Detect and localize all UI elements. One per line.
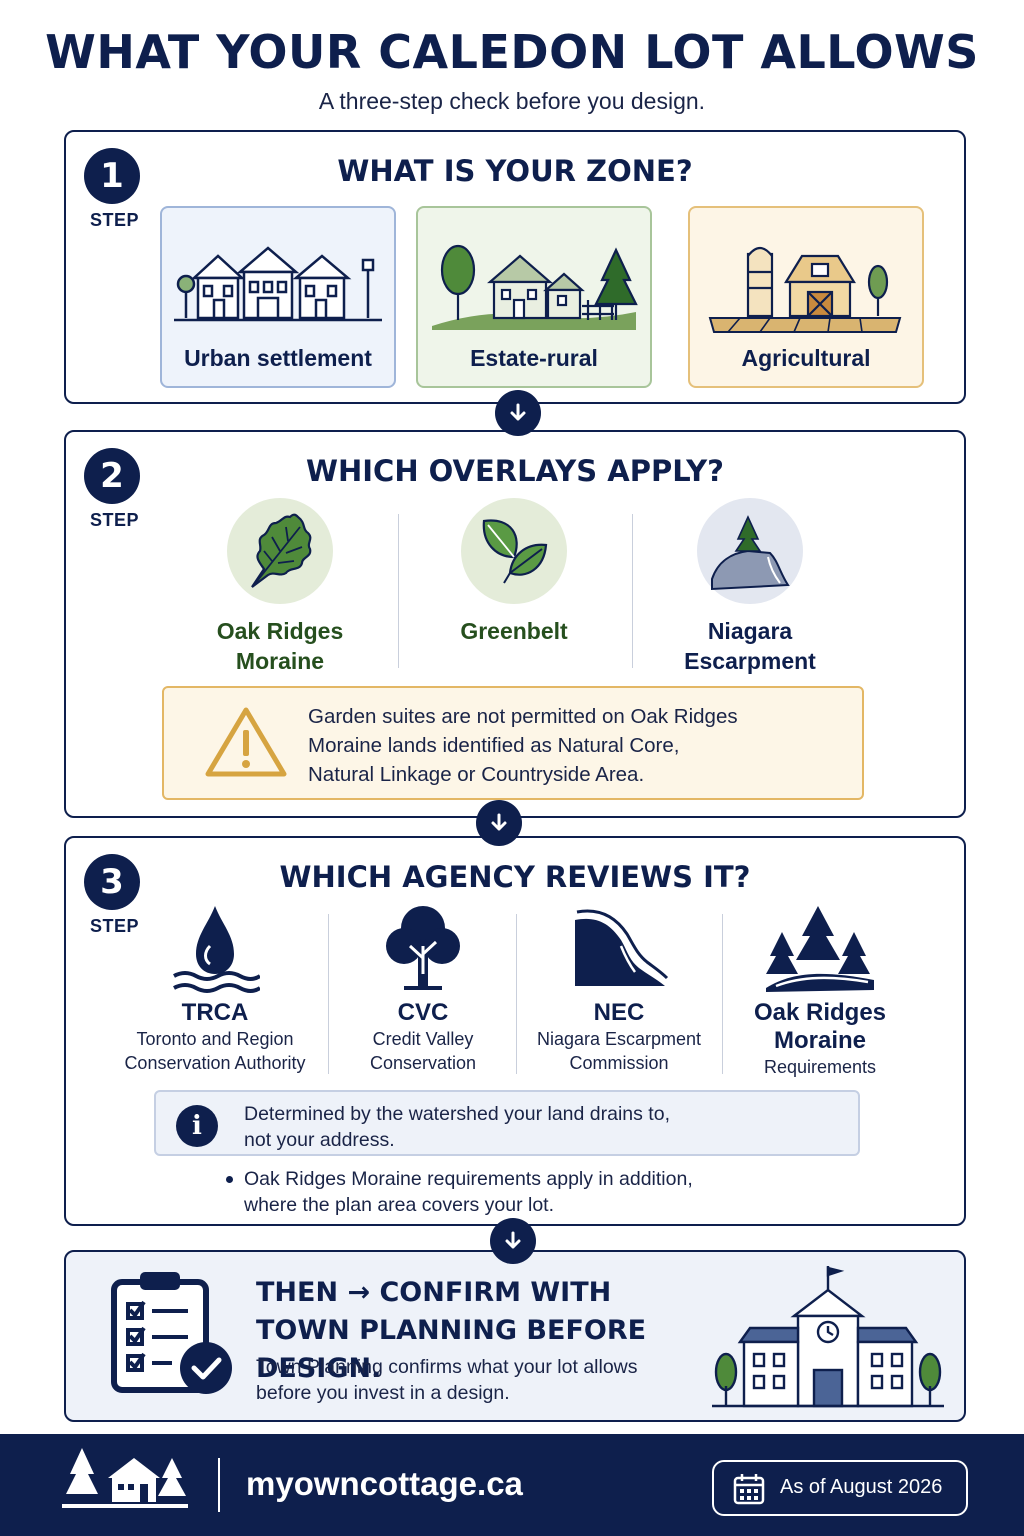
- houses-icon: [174, 246, 382, 322]
- footer: myowncottage.ca As of August 2026: [0, 1434, 1024, 1536]
- agency-full-name: Requirements: [763, 1057, 877, 1077]
- overlay-label-greenbelt: Greenbelt: [460, 618, 568, 644]
- zone-card-urban: Urban settlement: [160, 206, 396, 388]
- oak-leaf-icon: [251, 513, 312, 588]
- connector-arrow-3: [490, 1218, 536, 1264]
- step-1-panel: 1 STEP WHAT IS YOUR ZONE?: [64, 130, 966, 404]
- info-text: Determined by the watershed your land dr…: [244, 1103, 670, 1151]
- step-1-badge: 1: [84, 148, 140, 204]
- step-2-badge: 2: [84, 448, 140, 504]
- connector-arrow-1: [495, 390, 541, 436]
- overlay-label-oak-ridges: Oak Ridges Moraine: [216, 618, 344, 674]
- cliff-icon: [575, 909, 669, 986]
- step-2-heading: WHICH OVERLAYS APPLY?: [305, 454, 725, 488]
- step-3-panel: 3 STEP WHICH AGENCY REVIEWS IT? TRCA Tor…: [64, 836, 966, 1226]
- escarpment-icon: [711, 515, 790, 591]
- confirm-panel: THEN → CONFIRM WITH TOWN PLANNING BEFORE…: [64, 1250, 966, 1422]
- agency-nec: NEC Niagara Escarpment Commission: [524, 902, 714, 1075]
- agency-cvc: CVC Credit Valley Conservation: [338, 902, 508, 1075]
- footer-divider: [218, 1458, 220, 1512]
- step-2-panel: 2 STEP WHICH OVERLAYS APPLY? Oak Ridges …: [64, 430, 966, 818]
- agency-full-name: Credit Valley Conservation: [369, 1029, 477, 1073]
- warning-text: Garden suites are not permitted on Oak R…: [308, 705, 738, 786]
- overlay-greenbelt: Greenbelt: [396, 498, 632, 646]
- warning-callout: Garden suites are not permitted on Oak R…: [162, 686, 864, 800]
- calendar-icon: [733, 1474, 765, 1505]
- step-3-label: STEP: [90, 916, 140, 936]
- site-name[interactable]: myowncottage.ca: [246, 1465, 523, 1502]
- zone-card-agricultural: Agricultural: [688, 206, 924, 388]
- step-1-label: STEP: [90, 210, 140, 230]
- overlay-divider: [398, 514, 399, 668]
- checklist-icon: [111, 1272, 232, 1394]
- leaves-icon: [482, 519, 548, 584]
- arrow-down-icon: [510, 403, 526, 421]
- zone-label-estate-rural: Estate-rural: [470, 345, 598, 371]
- agency-trca: TRCA Toronto and Region Conservation Aut…: [112, 902, 318, 1075]
- agency-abbr: Oak Ridges Moraine: [753, 999, 887, 1054]
- agency-full-name: Niagara Escarpment Commission: [536, 1029, 702, 1073]
- zone-card-estate-rural: Estate-rural: [416, 206, 652, 388]
- overlay-icon-circle: [461, 498, 567, 604]
- agency-oak-ridges: Oak Ridges Moraine Requirements: [730, 902, 910, 1079]
- confirm-heading: THEN → CONFIRM WITH TOWN PLANNING BEFORE…: [256, 1277, 647, 1384]
- agency-divider: [722, 914, 723, 1074]
- confirm-body: Town Planning confirms what your lot all…: [256, 1356, 638, 1404]
- town-hall-icon: [712, 1266, 944, 1408]
- bullet-icon: [226, 1176, 233, 1183]
- note-text: Oak Ridges Moraine requirements apply in…: [244, 1168, 693, 1216]
- arrow-down-icon: [491, 813, 507, 831]
- agency-divider: [516, 914, 517, 1074]
- step-1-heading: WHAT IS YOUR ZONE?: [337, 154, 693, 188]
- step-2-label: STEP: [90, 510, 140, 530]
- date-badge: As of August 2026: [712, 1460, 968, 1516]
- page-title: WHAT YOUR CALEDON LOT ALLOWS: [45, 25, 979, 79]
- water-drop-icon: [173, 906, 262, 993]
- info-callout: i Determined by the watershed your land …: [154, 1090, 860, 1156]
- country-house-icon: [432, 244, 638, 330]
- zone-label-urban: Urban settlement: [184, 345, 372, 371]
- agency-divider: [328, 914, 329, 1074]
- date-text: As of August 2026: [780, 1476, 943, 1498]
- overlay-icon-circle: [227, 498, 333, 604]
- tree-icon: [386, 906, 460, 990]
- overlay-oak-ridges: Oak Ridges Moraine: [162, 498, 398, 676]
- page-subtitle: A three-step check before you design.: [318, 88, 706, 114]
- warning-triangle-icon: [205, 707, 287, 777]
- info-icon: i: [176, 1105, 218, 1147]
- overlay-niagara-escarpment: Niagara Escarpment: [632, 498, 868, 676]
- barn-icon: [708, 246, 902, 333]
- step-3-heading: WHICH AGENCY REVIEWS IT?: [279, 860, 751, 894]
- cottage-logo-icon: [62, 1448, 188, 1508]
- connector-arrow-2: [476, 800, 522, 846]
- agency-abbr: NEC: [593, 999, 645, 1026]
- overlay-icon-circle: [697, 498, 803, 604]
- overlay-label-niagara: Niagara Escarpment: [684, 618, 816, 674]
- arrow-down-icon: [505, 1231, 521, 1249]
- step-3-badge: 3: [84, 854, 140, 910]
- agency-abbr: CVC: [397, 999, 449, 1026]
- zone-label-agricultural: Agricultural: [741, 345, 871, 371]
- agency-full-name: Toronto and Region Conservation Authorit…: [124, 1029, 306, 1073]
- agency-abbr: TRCA: [181, 999, 249, 1026]
- pine-trees-icon: [766, 906, 874, 992]
- overlay-divider: [632, 514, 633, 668]
